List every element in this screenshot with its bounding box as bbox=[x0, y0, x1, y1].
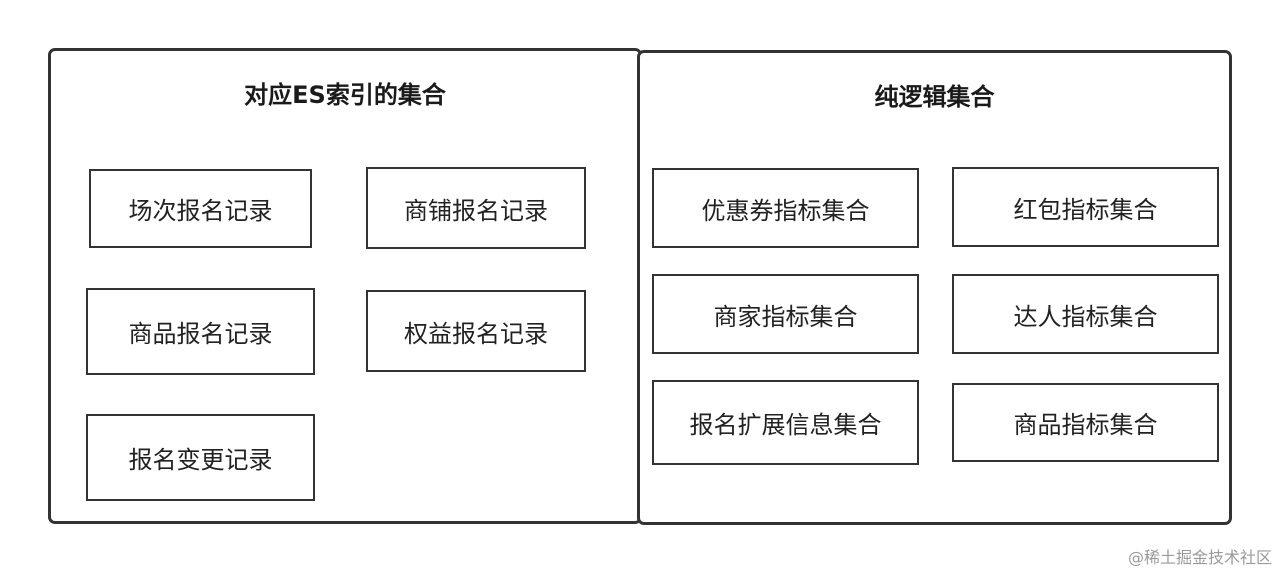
node-session-signup-record: 场次报名记录 bbox=[89, 169, 312, 248]
node-influencer-metrics: 达人指标集合 bbox=[952, 274, 1219, 354]
node-product-signup-record: 商品报名记录 bbox=[86, 288, 315, 375]
node-redpacket-metrics: 红包指标集合 bbox=[952, 167, 1219, 247]
es-group-title: 对应ES索引的集合 bbox=[244, 81, 446, 109]
watermark: @稀土掘金技术社区 bbox=[1127, 548, 1272, 567]
node-coupon-metrics: 优惠券指标集合 bbox=[652, 168, 919, 248]
node-shop-signup-record: 商铺报名记录 bbox=[366, 167, 586, 249]
logic-group-title: 纯逻辑集合 bbox=[874, 83, 995, 111]
node-product-metrics: 商品指标集合 bbox=[952, 383, 1219, 462]
node-signup-extension-info: 报名扩展信息集合 bbox=[652, 380, 919, 465]
node-benefit-signup-record: 权益报名记录 bbox=[366, 290, 586, 372]
node-signup-change-record: 报名变更记录 bbox=[86, 414, 315, 501]
node-merchant-metrics: 商家指标集合 bbox=[652, 274, 919, 354]
